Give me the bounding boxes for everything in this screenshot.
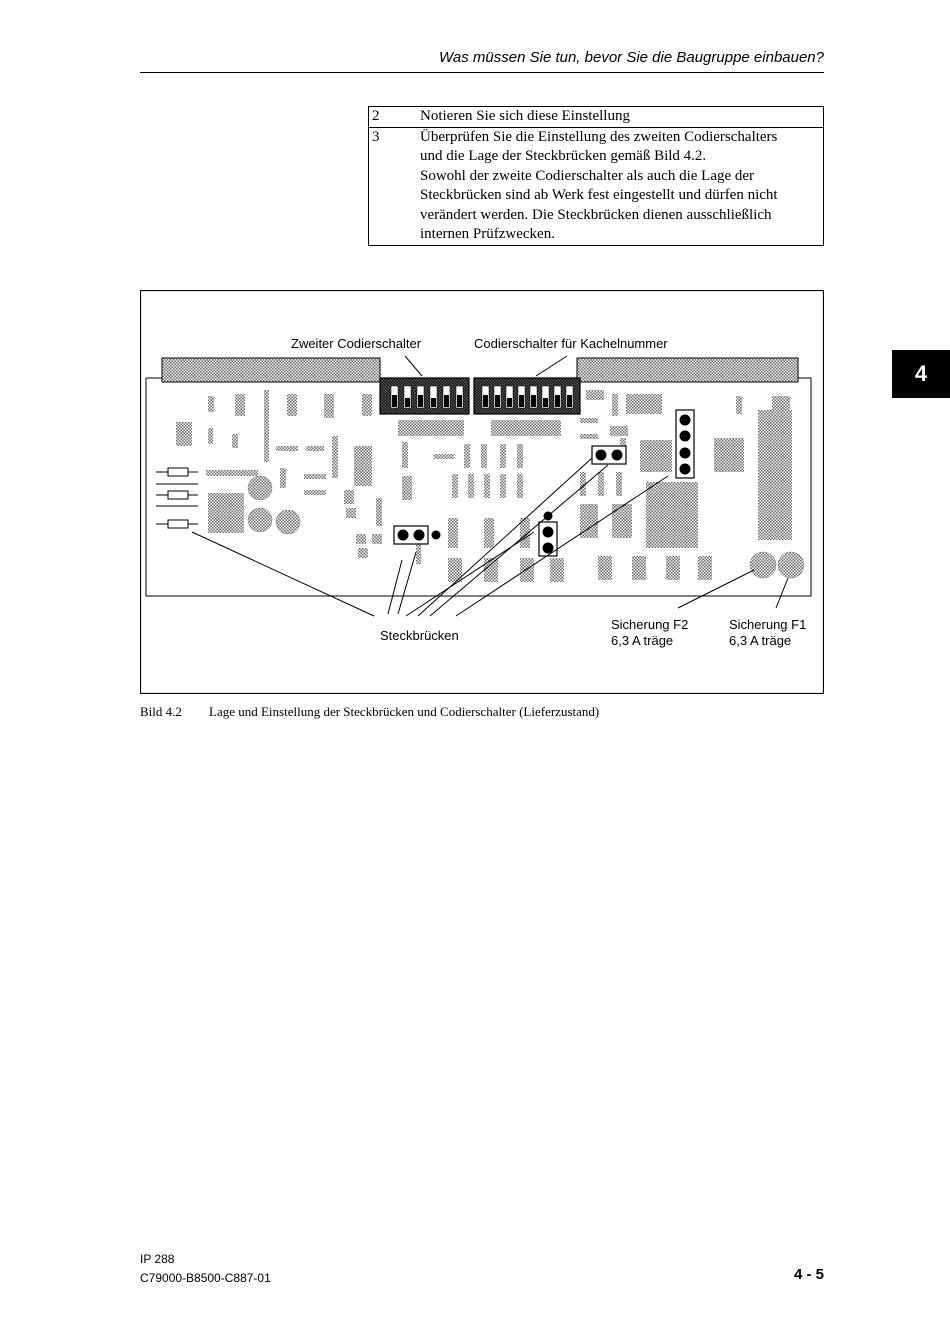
step-number: 3 [372,128,380,145]
board-figure: Zweiter Codierschalter Codierschalter fü… [140,290,824,694]
step-line: Überprüfen Sie die Einstellung des zweit… [420,128,778,145]
tile-number-coding-switch [473,377,581,415]
step-text: Überprüfen Sie die Einstellung des zweit… [420,127,824,245]
edge-connector-left [161,357,381,383]
second-coding-switch [379,377,470,415]
step-row: 2 Notieren Sie sich diese Einstellung [368,106,824,128]
figure-caption: Bild 4.2 Lage und Einstellung der Steckb… [140,704,599,720]
label-second-switch: Zweiter Codierschalter [291,336,422,351]
label-tile-switch: Codierschalter für Kachelnummer [474,336,668,351]
resistor-stack [156,467,198,529]
steps-table: 2 Notieren Sie sich diese Einstellung 3 … [368,106,824,246]
footer-product: IP 288 [140,1252,175,1266]
jumper-upper [591,445,627,465]
round-components [247,475,301,535]
fuse-f1-part [777,551,805,579]
header-rule [140,72,824,73]
page-header-title: Was müssen Sie tun, bevor Sie die Baugru… [439,49,824,66]
step-number: 2 [368,106,420,128]
fuse-f2-part [749,551,777,579]
step-text: Notieren Sie sich diese Einstellung [420,106,824,128]
label-fuse-f2-name: Sicherung F2 [611,617,688,632]
caption-text: Lage und Einstellung der Steckbrücken un… [209,704,600,719]
edge-connector-right [576,357,799,383]
step-line: internen Prüfzwecken. [420,226,555,242]
step-row: 3 Überprüfen Sie die Einstellung des zwe… [369,127,824,245]
footer-order-number: C79000-B8500-C887-01 [140,1271,271,1285]
board-outline [145,377,812,597]
chapter-tab[interactable]: 4 [892,350,950,398]
board-components [176,390,792,582]
page-number: 4 - 5 [793,1266,824,1283]
jumper-bottom-left [393,525,441,545]
step-line: Steckbrücken sind ab Werk fest eingestel… [420,187,778,203]
label-jumpers: Steckbrücken [380,628,459,643]
step-line: Notieren Sie sich diese Einstellung [420,108,630,124]
step-line: Sowohl der zweite Codierschalter als auc… [420,167,755,184]
jumper-vertical-right [675,409,695,479]
step-line: verändert werden. Die Steckbrücken diene… [420,206,772,223]
figure-frame [140,290,824,694]
jumper-vertical-middle [538,511,558,557]
label-fuse-f2-rating: 6,3 A träge [611,633,673,648]
caption-number: Bild 4.2 [140,704,182,719]
label-fuse-f1-rating: 6,3 A träge [729,633,791,648]
label-fuse-f1-name: Sicherung F1 [729,617,806,632]
leader-lines [191,355,789,617]
footer-left: IP 288 C79000-B8500-C887-01 [140,1250,271,1288]
step-line: und die Lage der Steckbrücken gemäß Bild… [420,148,707,164]
